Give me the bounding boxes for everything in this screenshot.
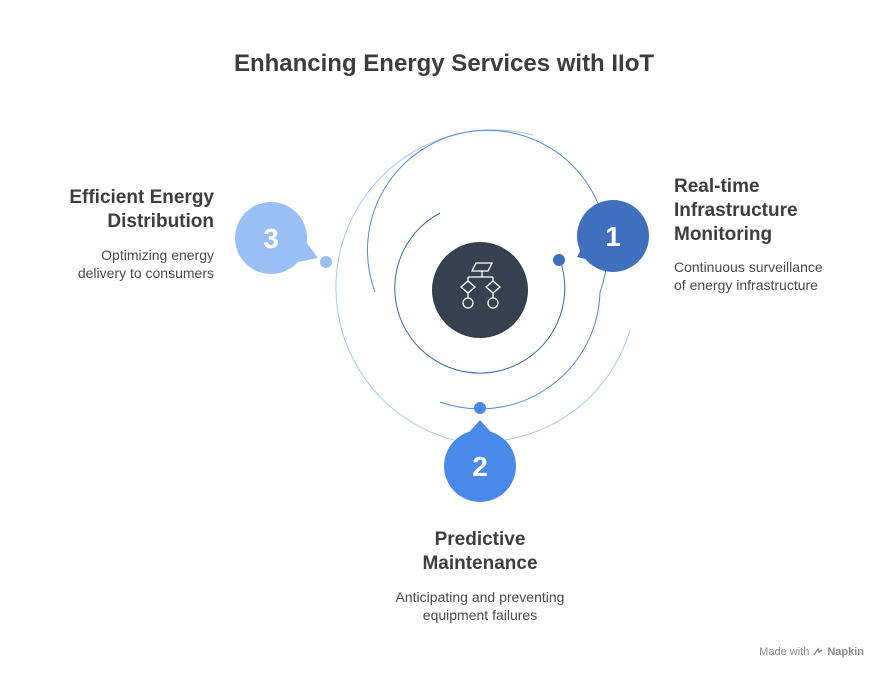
step-2-description: Anticipating and preventing equipment fa…	[395, 589, 565, 623]
napkin-brand: Napkin	[827, 646, 864, 658]
inner-ring-arc	[394, 212, 566, 374]
connector-dot-2	[474, 402, 486, 414]
made-with-footer: Made with Napkin	[759, 646, 864, 658]
step-2-heading: Predictive Maintenance	[422, 529, 538, 574]
step-3-badge: 3	[235, 202, 318, 274]
center-hub	[432, 242, 528, 338]
step-2-number: 2	[472, 451, 488, 482]
middle-ring-arc-lower	[439, 291, 601, 410]
outer-ring-arc-right	[504, 329, 631, 441]
step-2-badge: 2	[444, 420, 516, 502]
step-3-heading: Efficient Energy Distribution	[69, 187, 214, 232]
napkin-logo-icon	[813, 647, 823, 656]
step-1-badge: 1	[577, 200, 649, 272]
flowchart-icon	[460, 262, 501, 309]
step-1-number: 1	[605, 221, 621, 252]
diagram-title: Enhancing Energy Services with IIoT	[233, 50, 655, 77]
step-3-description: Optimizing energy delivery to consumers	[77, 247, 214, 281]
step-3-number: 3	[263, 223, 279, 254]
connector-dot-3	[320, 256, 332, 268]
step-1-heading: Real-time Infrastructure Monitoring	[674, 176, 798, 245]
connector-dot-1	[553, 254, 565, 266]
made-with-label: Made with	[759, 646, 810, 658]
step-1-description: Continuous surveillance of energy infras…	[674, 259, 823, 293]
